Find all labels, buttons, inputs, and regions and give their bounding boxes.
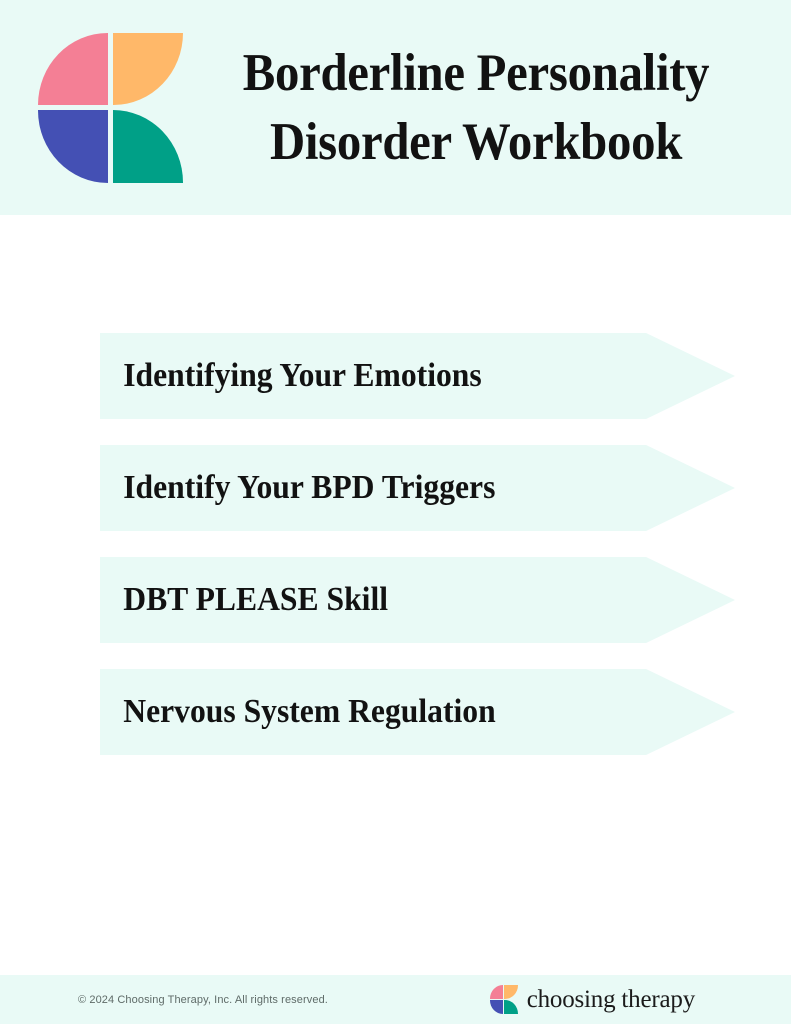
logo-quadrant-orange bbox=[113, 32, 183, 105]
arrow-banner-shape bbox=[100, 669, 735, 755]
logo-quadrant-blue bbox=[38, 110, 108, 183]
logo-quadrant-teal bbox=[504, 1000, 518, 1014]
list-item-label: DBT PLEASE Skill bbox=[123, 581, 389, 618]
page-header: Borderline Personality Disorder Workbook bbox=[0, 0, 791, 215]
logo-quadrant-pink bbox=[38, 32, 108, 105]
choosing-therapy-logo-icon bbox=[38, 32, 183, 183]
title-block: Borderline Personality Disorder Workbook bbox=[183, 39, 791, 177]
logo-quadrant-blue bbox=[489, 1000, 503, 1014]
worksheet-list: Identifying Your Emotions Identify Your … bbox=[0, 333, 791, 755]
copyright-text: © 2024 Choosing Therapy, Inc. All rights… bbox=[78, 993, 328, 1006]
footer-brand[interactable]: choosing therapy bbox=[489, 985, 695, 1014]
list-item-label: Identify Your BPD Triggers bbox=[123, 469, 496, 506]
list-item[interactable]: Nervous System Regulation bbox=[100, 669, 735, 755]
page-footer: © 2024 Choosing Therapy, Inc. All rights… bbox=[0, 975, 791, 1024]
list-item[interactable]: DBT PLEASE Skill bbox=[100, 557, 735, 643]
list-item-label: Identifying Your Emotions bbox=[123, 357, 482, 394]
arrow-banner-shape bbox=[100, 557, 735, 643]
logo-quadrant-teal bbox=[113, 110, 183, 183]
arrow-banner-shape bbox=[100, 333, 735, 419]
main-content: Identifying Your Emotions Identify Your … bbox=[0, 215, 791, 975]
footer-wordmark: choosing therapy bbox=[526, 986, 695, 1013]
logo-quadrant-orange bbox=[504, 985, 518, 999]
arrow-banner-shape bbox=[100, 445, 735, 531]
logo-quadrant-pink bbox=[489, 985, 503, 999]
list-item[interactable]: Identify Your BPD Triggers bbox=[100, 445, 735, 531]
choosing-therapy-logo-icon bbox=[489, 985, 518, 1014]
list-item-label: Nervous System Regulation bbox=[123, 693, 496, 730]
list-item[interactable]: Identifying Your Emotions bbox=[100, 333, 735, 419]
page-title: Borderline Personality Disorder Workbook bbox=[242, 43, 710, 171]
